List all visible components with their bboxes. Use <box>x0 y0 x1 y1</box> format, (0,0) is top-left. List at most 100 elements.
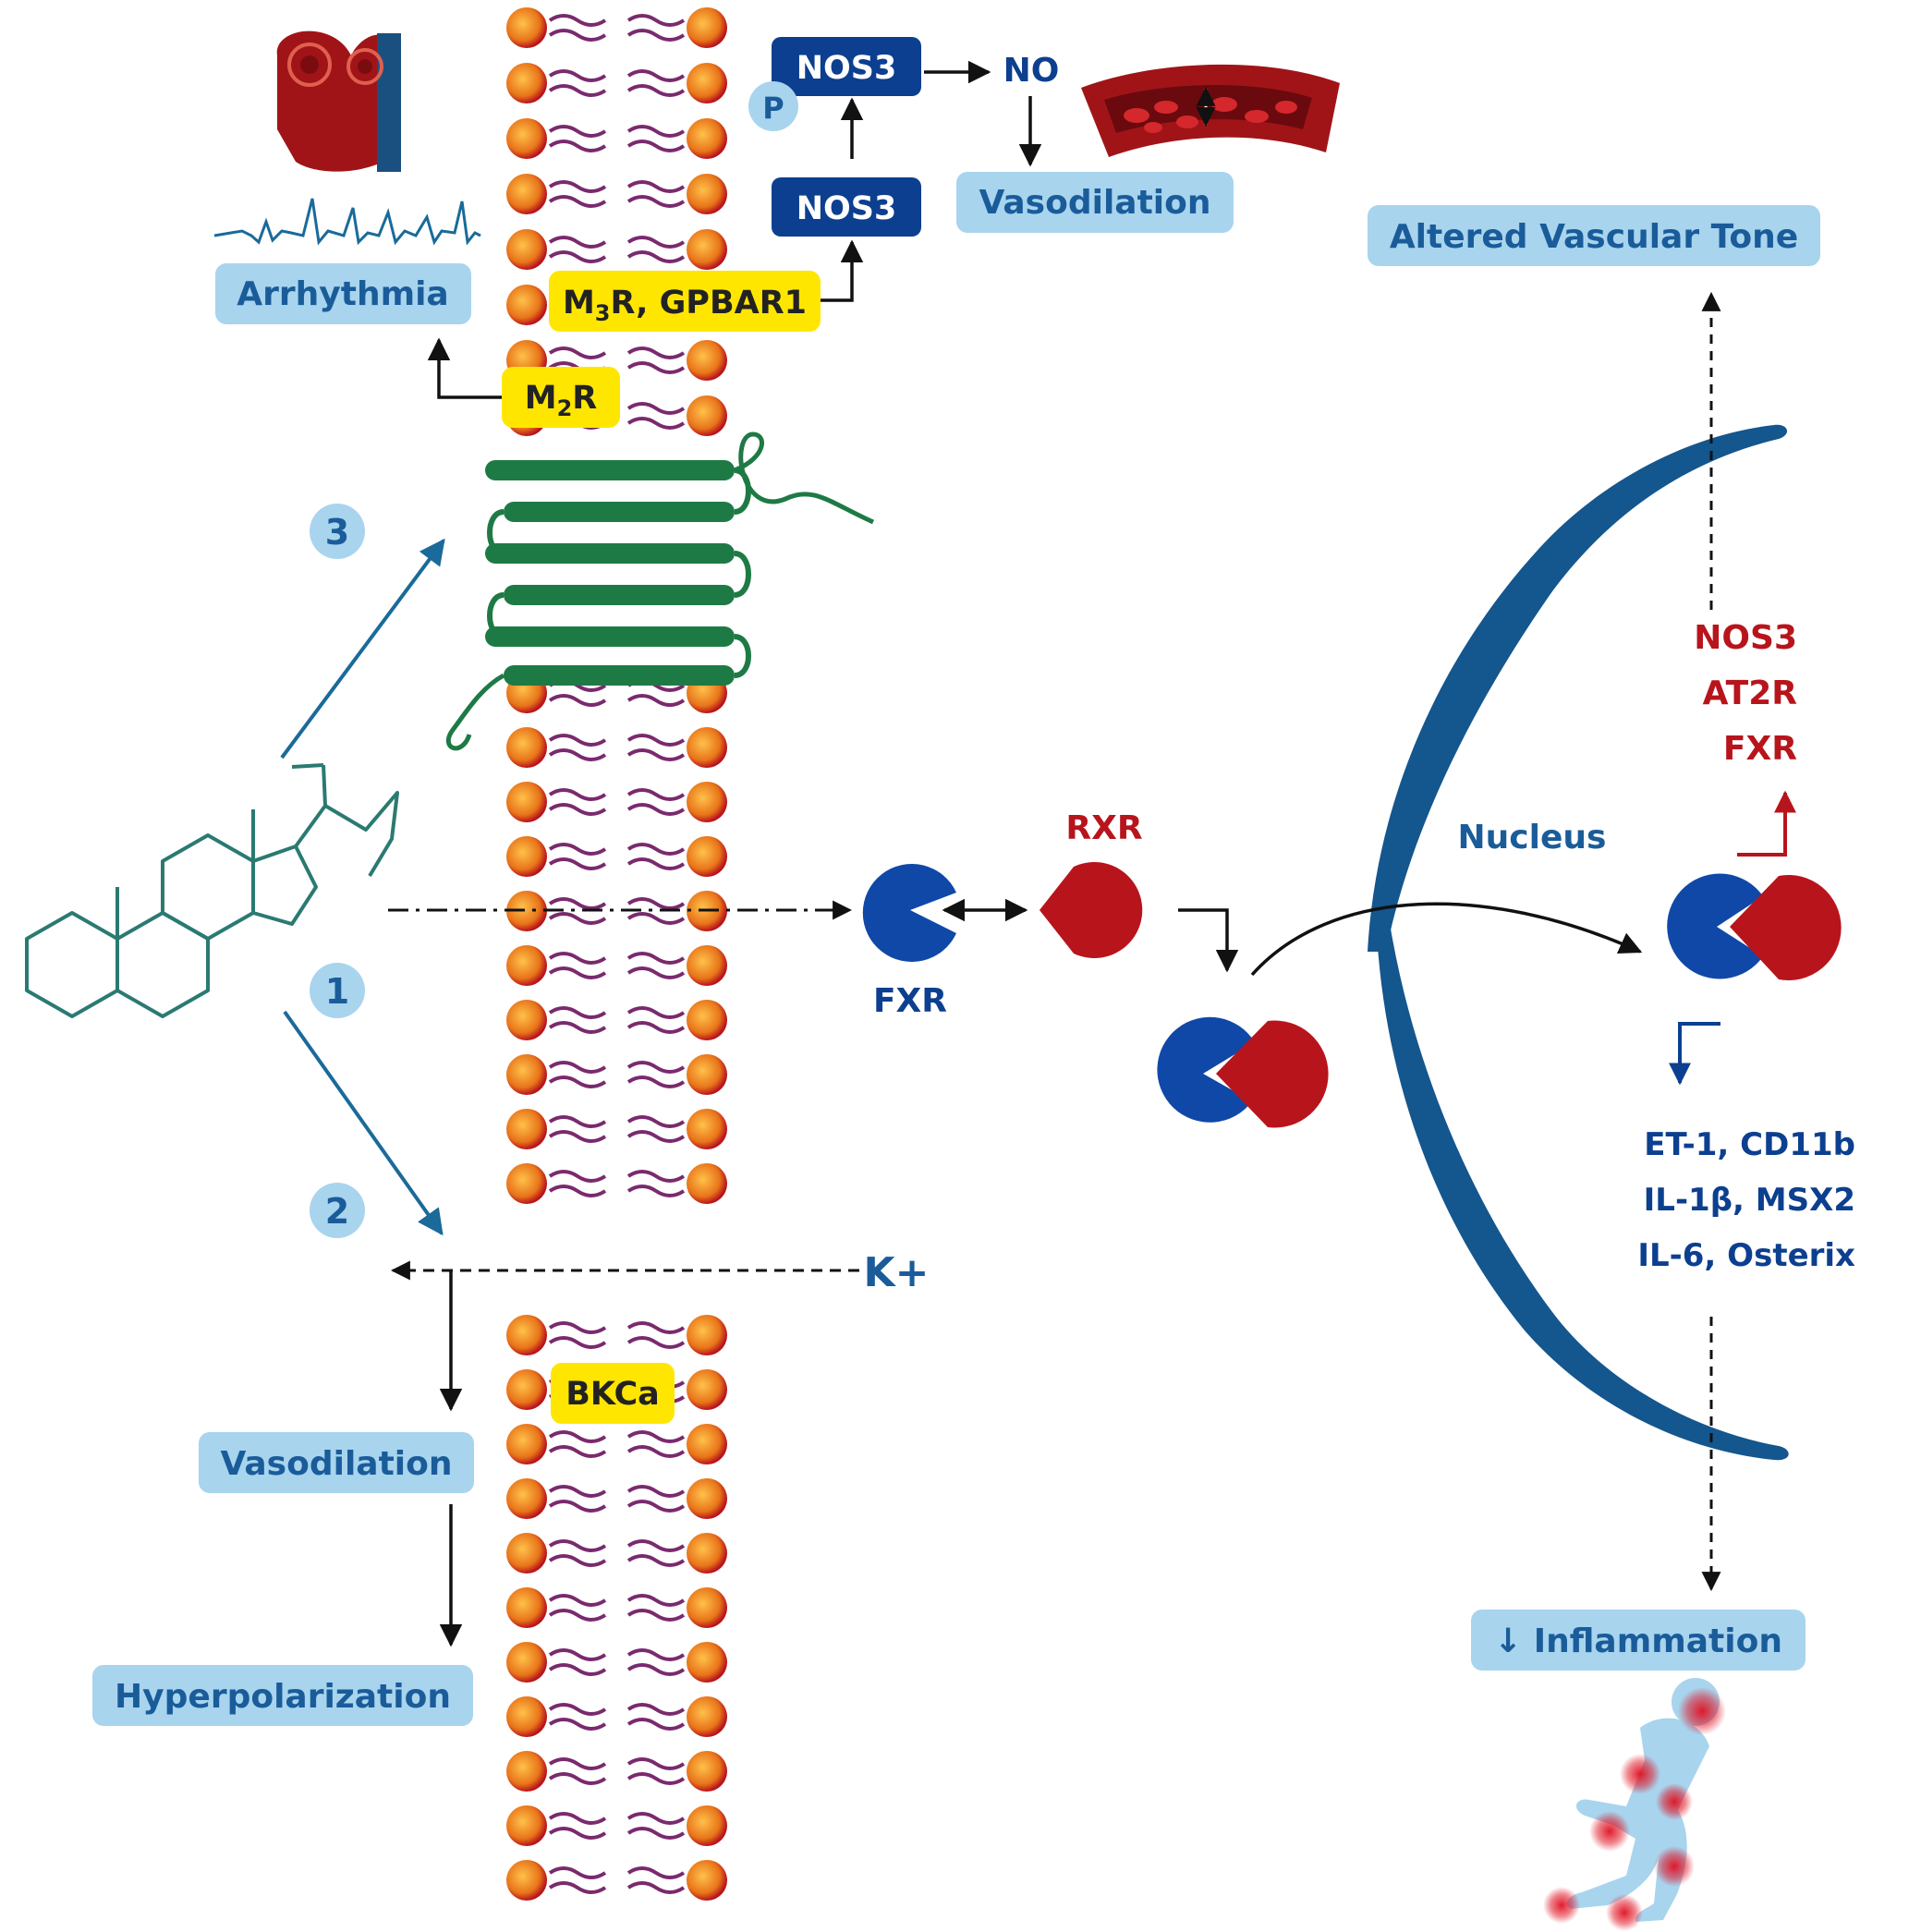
lipid-tail <box>548 788 607 801</box>
lipid-tail <box>626 1061 686 1074</box>
lipid-tail <box>626 1445 686 1458</box>
lipid-tail <box>548 952 607 965</box>
lipid-tail <box>548 250 607 263</box>
lipid-head <box>506 1587 547 1628</box>
pathway-number-1: 1 <box>310 963 365 1018</box>
lipid-tail <box>626 748 686 761</box>
svg-text:1: 1 <box>325 971 349 1012</box>
lipid-head <box>506 1642 547 1683</box>
nos3-top-label: NOS3 <box>796 50 897 87</box>
lipid-tail <box>626 1485 686 1498</box>
lipid-tail <box>626 250 686 263</box>
lipid-head <box>506 836 547 877</box>
vasodilation-top-label: Vasodilation <box>979 184 1211 222</box>
nos3-phosphorylated: NOS3 P <box>748 37 921 131</box>
lipid-tail <box>626 14 686 27</box>
fxr-rxr-heterodimer-cytoplasm <box>1157 1016 1329 1128</box>
lipid-head <box>687 174 727 214</box>
lipid-tail <box>548 84 607 97</box>
lipid-tail <box>626 1881 686 1894</box>
lipid-head <box>506 1533 547 1574</box>
lipid-head <box>506 945 547 986</box>
label-altered-vascular-tone: Altered Vascular Tone <box>1368 205 1820 266</box>
lipid-tail <box>548 1075 607 1088</box>
lipid-tail <box>626 803 686 816</box>
lipid-tail <box>626 1609 686 1622</box>
gene-down-item: IL-6, Osterix <box>1637 1237 1855 1274</box>
lipid-tail <box>626 1185 686 1197</box>
lipid-tail <box>626 69 686 82</box>
gene-up-item: NOS3 <box>1694 619 1797 657</box>
lipid-tail <box>626 180 686 193</box>
lipid-tail <box>626 1021 686 1034</box>
lipid-tail <box>626 417 686 430</box>
lipid-tail <box>548 694 607 707</box>
downregulated-gene-list: ET-1, CD11b IL-1β, MSX2 IL-6, Osterix <box>1637 1126 1855 1274</box>
lipid-tail <box>626 694 686 707</box>
lipid-head <box>687 727 727 768</box>
lipid-head <box>506 1000 547 1040</box>
lipid-tail <box>626 1321 686 1334</box>
lipid-tail <box>548 1336 607 1349</box>
lipid-head <box>687 229 727 270</box>
lipid-tail <box>548 803 607 816</box>
lipid-head <box>687 340 727 381</box>
lipid-tail <box>548 69 607 82</box>
vasodilation-bottom-label: Vasodilation <box>221 1445 453 1483</box>
fxr-receptor-icon <box>862 864 956 962</box>
lipid-head <box>687 1315 727 1355</box>
lipid-tail <box>548 1115 607 1128</box>
nos3-bottom-label: NOS3 <box>796 190 897 227</box>
lipid-tail <box>548 1718 607 1731</box>
lipid-head <box>506 1805 547 1846</box>
lipid-head <box>687 945 727 986</box>
lipid-head <box>687 395 727 436</box>
lipid-tail <box>626 952 686 965</box>
svg-text:3: 3 <box>325 512 349 553</box>
bile-acid-molecule-icon <box>25 763 399 1018</box>
lipid-tail <box>626 1075 686 1088</box>
lipid-tail <box>626 1866 686 1879</box>
lipid-tail <box>548 966 607 979</box>
lipid-tail <box>548 236 607 249</box>
lipid-head <box>687 63 727 103</box>
gene-up-item: FXR <box>1723 730 1797 768</box>
lipid-tail <box>548 1772 607 1785</box>
lipid-tail <box>626 1500 686 1513</box>
lipid-tail <box>626 1006 686 1019</box>
label-arrhythmia: Arrhythmia <box>215 263 471 324</box>
lipid-head <box>687 1109 727 1149</box>
receptor-m2r: M2R <box>502 367 620 428</box>
lipid-head <box>506 174 547 214</box>
lipid-head <box>687 1000 727 1040</box>
lipid-tail <box>548 1445 607 1458</box>
lipid-tail <box>548 29 607 42</box>
lipid-head <box>687 1054 727 1095</box>
nucleus-label: Nucleus <box>1458 819 1607 857</box>
lipid-tail <box>548 1485 607 1498</box>
svg-text:2: 2 <box>325 1191 349 1232</box>
lipid-head <box>687 1751 727 1792</box>
lipid-head <box>687 118 727 159</box>
lipid-head <box>506 1369 547 1410</box>
lipid-tail <box>548 1881 607 1894</box>
lipid-head <box>506 7 547 48</box>
lipid-tail <box>626 195 686 208</box>
lipid-tail <box>626 1648 686 1661</box>
label-inflammation: ↓ Inflammation <box>1471 1610 1805 1671</box>
lipid-tail <box>626 1772 686 1785</box>
lipid-tail <box>548 1021 607 1034</box>
lipid-tail <box>626 1115 686 1128</box>
inflammation-label: ↓ Inflammation <box>1494 1622 1782 1660</box>
lipid-tail <box>626 734 686 747</box>
lipid-head <box>506 782 547 822</box>
lipid-tail <box>548 1539 607 1552</box>
lipid-head <box>687 7 727 48</box>
lipid-tail <box>548 195 607 208</box>
lipid-head <box>506 1109 547 1149</box>
nos3-unphosphorylated: NOS3 <box>772 177 921 237</box>
lipid-head <box>506 891 547 931</box>
hyperpolarization-label: Hyperpolarization <box>115 1678 451 1716</box>
pathway-arrows <box>280 60 1796 1647</box>
